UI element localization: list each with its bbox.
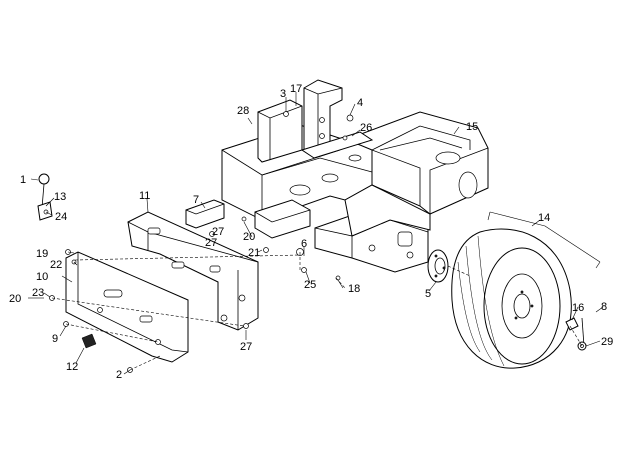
callout-6: 6 xyxy=(301,238,307,250)
support-bracket xyxy=(185,199,311,253)
callout-27a: 27 xyxy=(212,226,224,238)
callout-18: 18 xyxy=(348,283,360,295)
hardware xyxy=(49,249,341,373)
callout-10: 10 xyxy=(36,271,48,283)
callout-5: 5 xyxy=(425,288,431,300)
callout-24: 24 xyxy=(55,211,67,223)
callout-27c: 27 xyxy=(240,341,252,353)
callout-20b: 20 xyxy=(243,231,255,243)
callout-29: 29 xyxy=(601,336,613,348)
callout-26: 26 xyxy=(360,122,372,134)
wheel-hub xyxy=(427,249,449,283)
callout-17: 17 xyxy=(290,83,302,95)
lug-hardware xyxy=(565,317,587,351)
callout-16: 16 xyxy=(572,302,584,314)
control-lever xyxy=(37,173,53,221)
callout-11: 11 xyxy=(139,190,150,202)
callout-20a: 20 xyxy=(9,293,21,305)
callout-9: 9 xyxy=(52,333,58,345)
callout-14: 14 xyxy=(538,212,550,224)
mounting-plate xyxy=(127,211,259,331)
callout-2: 2 xyxy=(116,369,122,381)
callout-21: 21 xyxy=(248,247,260,259)
callout-25: 25 xyxy=(304,279,316,291)
callout-28: 28 xyxy=(237,105,249,117)
callout-12: 12 xyxy=(66,361,78,373)
callout-15: 15 xyxy=(466,121,478,133)
front-panel xyxy=(65,251,189,363)
callouts: 1 2 3 4 5 6 7 8 9 10 11 12 13 14 15 16 1… xyxy=(9,83,613,381)
callout-27b: 27 xyxy=(205,237,217,249)
callout-22: 22 xyxy=(50,259,62,271)
callout-7: 7 xyxy=(193,194,199,206)
tire-wheel xyxy=(451,211,601,369)
callout-4: 4 xyxy=(357,97,363,109)
callout-19: 19 xyxy=(36,248,48,260)
callout-23: 23 xyxy=(32,287,44,299)
callout-3: 3 xyxy=(280,88,286,100)
leader-lines xyxy=(28,92,604,375)
callout-13: 13 xyxy=(54,191,66,203)
main-frame xyxy=(221,79,489,273)
callout-1: 1 xyxy=(20,174,26,186)
callout-8: 8 xyxy=(601,301,607,313)
